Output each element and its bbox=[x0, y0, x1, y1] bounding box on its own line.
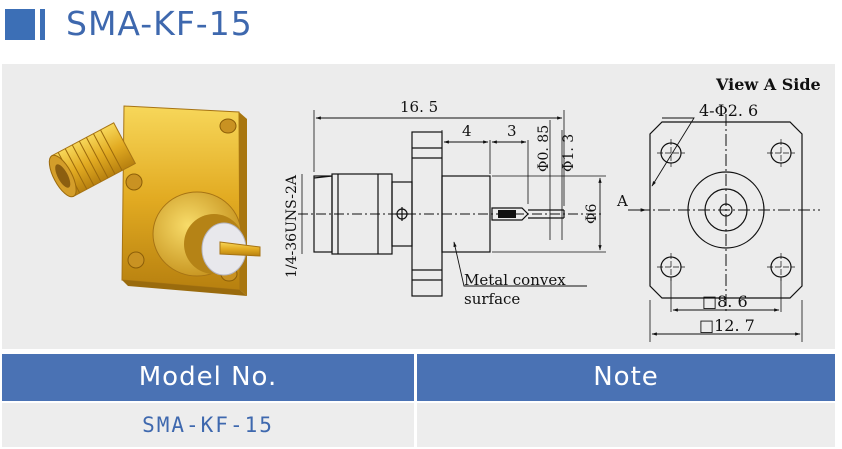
pin-diameter-small: Φ0. 85 bbox=[536, 125, 552, 172]
cell-model-number: SMA-KF-15 bbox=[2, 403, 414, 447]
model-table: Model No. Note SMA-KF-15 bbox=[2, 354, 835, 448]
body-diameter: Φ6 bbox=[584, 204, 600, 224]
view-arrow-label: A bbox=[616, 192, 628, 210]
technical-drawing: 16. 5 4 3 Φ0. 85 Φ1. 3 Φ6 1/4-36UNS-2A A… bbox=[48, 75, 821, 342]
front-view-drawing bbox=[638, 114, 820, 342]
outer-square-dimension: □12. 7 bbox=[699, 316, 755, 335]
front-view-labels: View A Side 4-Φ2. 6 □8. 6 □12. 7 bbox=[699, 75, 821, 335]
page-title: SMA-KF-15 bbox=[66, 4, 253, 43]
side-view-drawing bbox=[298, 110, 647, 297]
view-label: View A Side bbox=[715, 75, 821, 94]
thread-spec: 1/4-36UNS-2A bbox=[284, 174, 300, 278]
surface-note-line2: surface bbox=[464, 290, 520, 308]
segment2-dimension: 3 bbox=[507, 122, 517, 140]
title-accent-stripe bbox=[40, 9, 45, 40]
drawing-panel: 16. 5 4 3 Φ0. 85 Φ1. 3 Φ6 1/4-36UNS-2A A… bbox=[2, 64, 835, 349]
title-accent-bar bbox=[5, 9, 35, 40]
inner-square-dimension: □8. 6 bbox=[702, 292, 748, 311]
pin-diameter-large: Φ1. 3 bbox=[561, 134, 577, 172]
side-view-labels: 16. 5 4 3 Φ0. 85 Φ1. 3 Φ6 1/4-36UNS-2A A… bbox=[284, 98, 628, 308]
connector-photo bbox=[48, 105, 261, 296]
holes-spec: 4-Φ2. 6 bbox=[699, 101, 758, 120]
column-header-model: Model No. bbox=[2, 354, 414, 401]
length-dimension: 16. 5 bbox=[400, 98, 438, 116]
title-block: SMA-KF-15 bbox=[0, 0, 842, 52]
segment1-dimension: 4 bbox=[462, 122, 472, 140]
surface-note-line1: Metal convex bbox=[464, 271, 566, 289]
column-header-note: Note bbox=[417, 354, 835, 401]
cell-note bbox=[417, 403, 835, 447]
